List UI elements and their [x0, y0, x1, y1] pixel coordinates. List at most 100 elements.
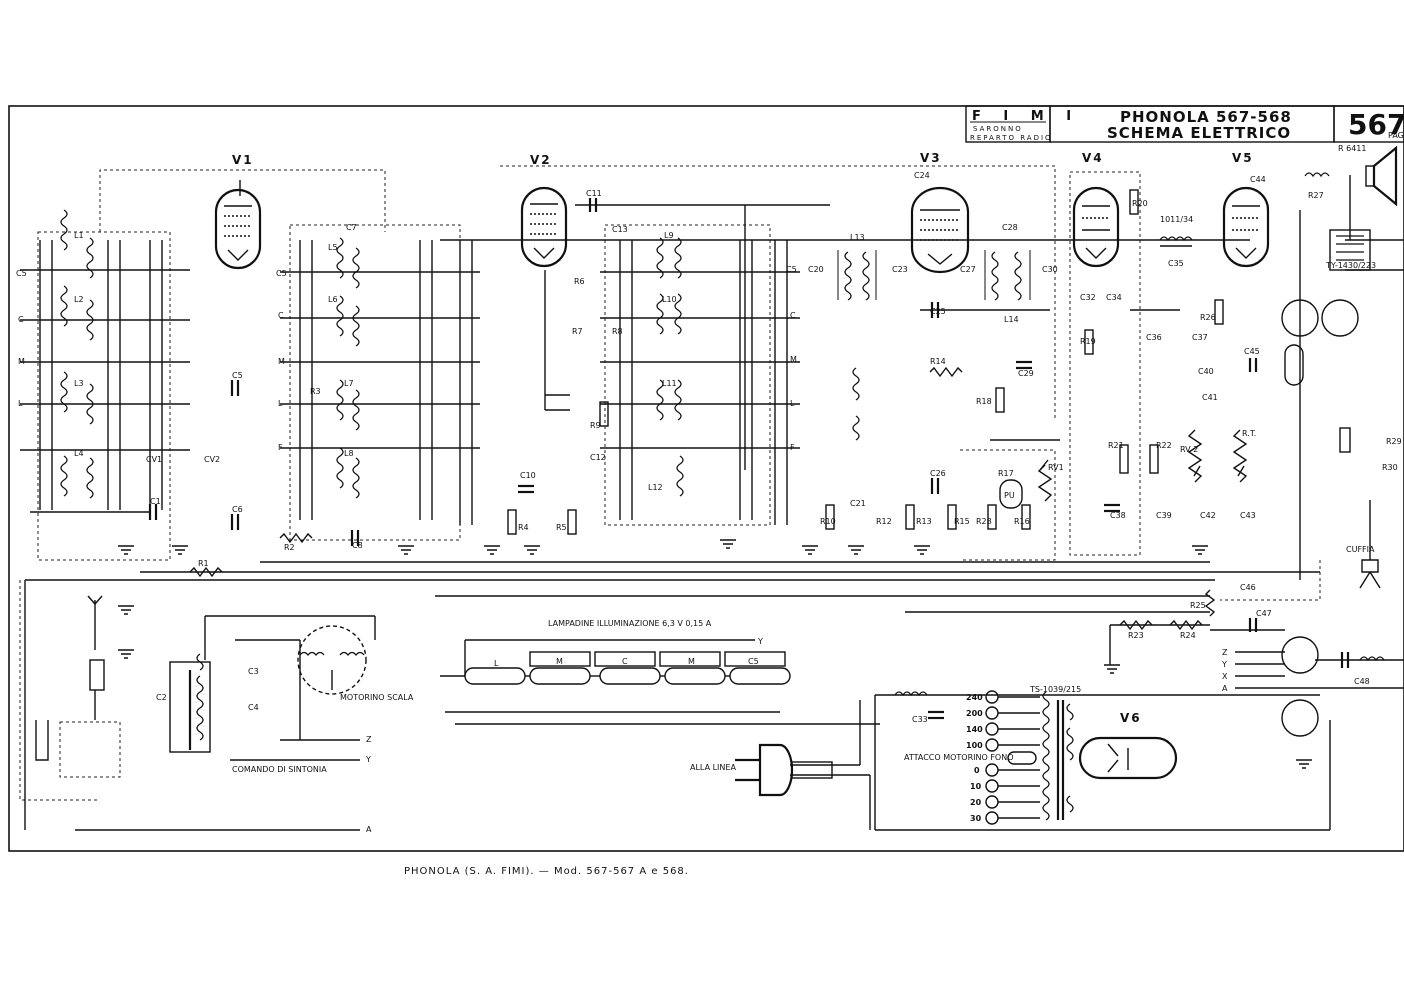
- label-c32: C32: [1080, 293, 1096, 302]
- tube-v5: [1222, 186, 1270, 268]
- tube-label-v6: V6: [1120, 711, 1142, 725]
- headphone-jack-icon: [1339, 427, 1381, 589]
- label-r15: R15: [954, 517, 970, 526]
- label-r28: R28: [976, 517, 992, 526]
- label-c24: C24: [914, 171, 930, 180]
- band-label-c5-left: C5: [16, 269, 27, 278]
- pu-label: PU: [1004, 491, 1015, 500]
- label-r30: R30: [1382, 463, 1398, 472]
- label-c43: C43: [1240, 511, 1256, 520]
- band-label-m-mid: M: [278, 357, 285, 366]
- schema-title: SCHEMA ELETTRICO: [1107, 124, 1291, 142]
- label-c46: C46: [1240, 583, 1256, 592]
- label-r19: R19: [1080, 337, 1096, 346]
- choke-ref: 1011/34: [1160, 215, 1193, 224]
- label-c45: C45: [1244, 347, 1260, 356]
- antenna-icon: [35, 595, 121, 778]
- label-c7: C7: [346, 223, 357, 232]
- band-label-f-mid: F: [278, 443, 283, 452]
- label-r13: R13: [916, 517, 932, 526]
- lamp-strip: [440, 651, 791, 685]
- label-r21: R21: [1108, 441, 1124, 450]
- tube-label-v1: V1: [232, 153, 254, 167]
- label-l6: L6: [328, 295, 338, 304]
- label-r10: R10: [820, 517, 836, 526]
- tap-100: 100: [966, 741, 983, 750]
- letter-a: A: [1222, 684, 1228, 693]
- model-title: PHONOLA 567-568: [1120, 108, 1292, 126]
- label-r16: R16: [1014, 517, 1030, 526]
- lamp-label-4: M: [688, 657, 695, 666]
- label-c27: C27: [960, 265, 976, 274]
- transformer-ref: TS-1039/215: [1029, 685, 1081, 694]
- label-l2: L2: [74, 295, 84, 304]
- label-cv1: CV1: [146, 455, 162, 464]
- label-l8: L8: [344, 449, 354, 458]
- power-transformer: [985, 690, 1074, 825]
- label-r3: R3: [310, 387, 321, 396]
- label-r5: R5: [556, 523, 567, 532]
- band-label-c5-if: C5: [786, 265, 797, 274]
- rf-coil-rack: [20, 209, 190, 513]
- label-c48: C48: [1354, 677, 1370, 686]
- tap-30: 30: [970, 814, 982, 823]
- label-c13: C13: [612, 225, 628, 234]
- tap-240: 240: [966, 693, 983, 702]
- label-c29: C29: [1018, 369, 1034, 378]
- label-l1: L1: [74, 231, 84, 240]
- tap-200: 200: [966, 709, 983, 718]
- tube-v2: [520, 186, 568, 268]
- mains-tap-labels: 240 200 140 100 0 10 20 30: [966, 693, 983, 823]
- lamp-label-2: M: [556, 657, 563, 666]
- label-l5: L5: [328, 243, 338, 252]
- label-c44: C44: [1250, 175, 1266, 184]
- label-c41: C41: [1202, 393, 1218, 402]
- tube-label-v3: V3: [920, 151, 942, 165]
- band-label-c-if: C: [790, 311, 796, 320]
- letter-z-motor: Z: [366, 735, 372, 744]
- tap-140: 140: [966, 725, 983, 734]
- label-c4: C4: [248, 703, 259, 712]
- tube-v3: [910, 186, 970, 274]
- band-label-l-mid: L: [278, 399, 283, 408]
- maker-sub2: REPARTO RADIO: [970, 134, 1053, 142]
- label-c2: C2: [156, 693, 167, 702]
- label-cv2: CV2: [204, 455, 220, 464]
- label-c47: C47: [1256, 609, 1272, 618]
- tuning-motor: [169, 625, 367, 753]
- label-r1: R1: [198, 559, 209, 568]
- oscillator-coil-rack: [280, 237, 480, 525]
- band-label-m-left: M: [18, 357, 25, 366]
- annotations: LAMPADINE ILLUMINAZIONE 6,3 V 0,15 A MOT…: [232, 144, 1376, 774]
- label-l10: L10: [662, 295, 677, 304]
- letter-y: Y: [1221, 660, 1227, 669]
- label-c36: C36: [1146, 333, 1162, 342]
- label-c30: C30: [1042, 265, 1058, 274]
- band-label-l-if: L: [790, 399, 795, 408]
- label-r29: R29: [1386, 437, 1402, 446]
- label-r2: R2: [284, 543, 295, 552]
- label-rv2: RV 2: [1180, 445, 1198, 454]
- ground-symbols: [118, 539, 1312, 769]
- label-r24: R24: [1180, 631, 1196, 640]
- tube-v6-rectifier: [1078, 736, 1178, 780]
- label-c28: C28: [1002, 223, 1018, 232]
- lamp-labels: L M C M C5: [494, 657, 759, 668]
- label-c39: C39: [1156, 511, 1172, 520]
- label-c38: C38: [1110, 511, 1126, 520]
- if-coil-rack: [600, 237, 800, 525]
- tube-v4: [1072, 186, 1120, 268]
- label-c20: C20: [808, 265, 824, 274]
- label-r9: R9: [590, 421, 601, 430]
- sheet-border: [8, 105, 1404, 852]
- letter-a-bottom: A: [366, 825, 372, 834]
- label-l12: L12: [648, 483, 663, 492]
- tap-0: 0: [974, 766, 980, 775]
- label-r27: R27: [1308, 191, 1324, 200]
- label-c33: C33: [912, 715, 928, 724]
- label-c21: C21: [850, 499, 866, 508]
- label-r12: R12: [876, 517, 892, 526]
- label-c3: C3: [248, 667, 259, 676]
- speaker-ref: R 6411: [1338, 144, 1366, 153]
- maker-name: F I M I: [972, 109, 1080, 124]
